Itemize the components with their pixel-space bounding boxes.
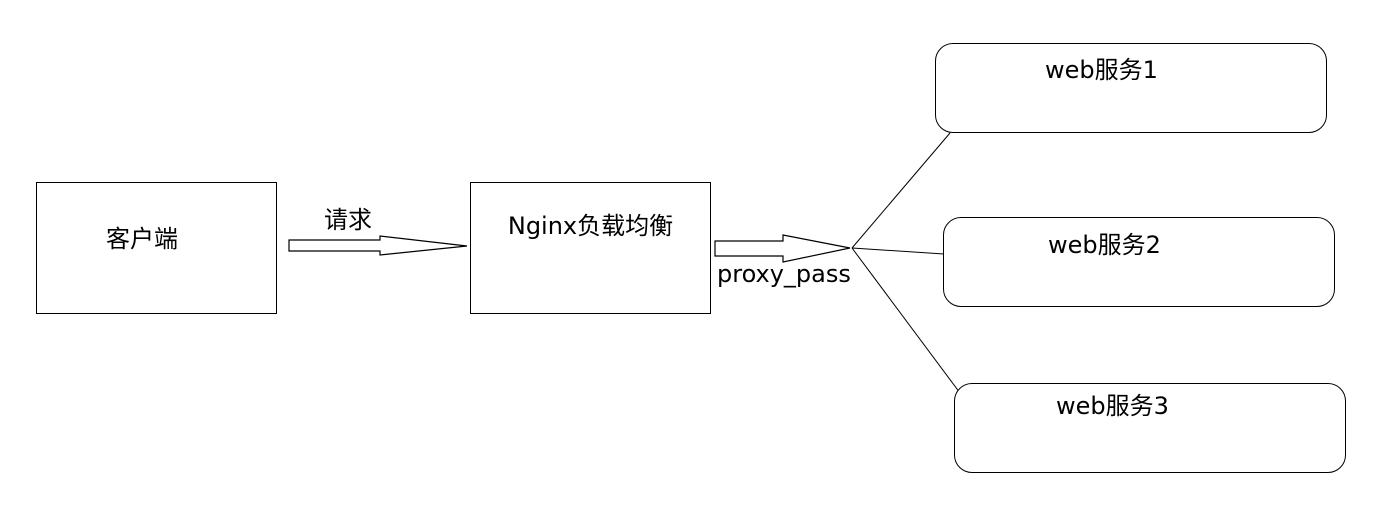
web-service-2-label: web服务2 bbox=[1048, 231, 1161, 259]
web-service-2-box: web服务2 bbox=[943, 217, 1335, 307]
web-service-1-box: web服务1 bbox=[935, 43, 1327, 133]
nginx-load-balancer-box: Nginx负载均衡 bbox=[470, 182, 711, 314]
web-service-3-label: web服务3 bbox=[1056, 392, 1169, 420]
proxy-pass-arrow bbox=[714, 234, 851, 263]
client-label: 客户端 bbox=[106, 225, 178, 253]
request-label: 请求 bbox=[324, 206, 372, 234]
line-to-web2 bbox=[851, 247, 945, 255]
client-box: 客户端 bbox=[36, 182, 277, 314]
request-arrow bbox=[288, 235, 468, 256]
web-service-1-label: web服务1 bbox=[1045, 56, 1158, 84]
line-to-web3 bbox=[851, 247, 961, 394]
line-to-web1 bbox=[851, 132, 951, 249]
proxy-pass-label: proxy_pass bbox=[717, 260, 851, 288]
web-service-3-box: web服务3 bbox=[954, 383, 1346, 473]
nginx-label: Nginx负载均衡 bbox=[507, 212, 674, 240]
